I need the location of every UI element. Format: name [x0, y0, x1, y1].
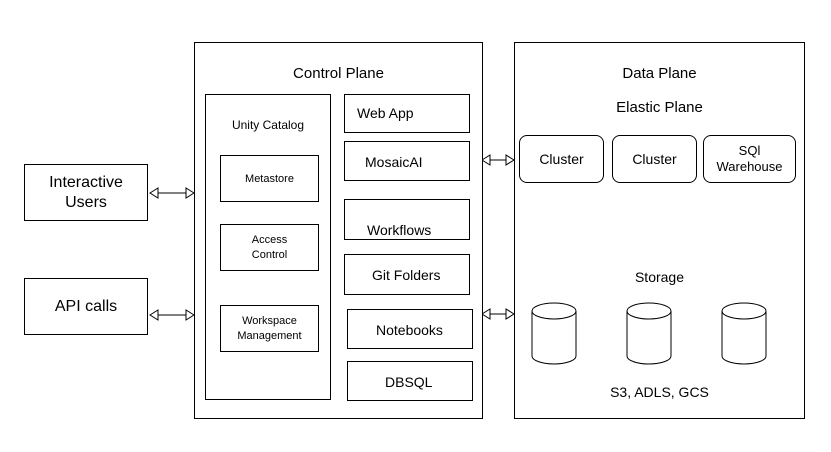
web-app-label: Web App	[357, 105, 414, 121]
storage-cylinder-1	[531, 302, 577, 365]
storage-title: Storage	[634, 269, 685, 285]
mosaicai-label: MosaicAI	[365, 154, 423, 170]
control-data-arrow-lower	[481, 308, 515, 320]
api-calls-label: API calls	[54, 297, 118, 315]
notebooks-label: Notebooks	[376, 322, 443, 338]
metastore-label: Metastore	[245, 172, 294, 185]
storage-cylinder-2	[626, 302, 672, 365]
mosaicai-box: MosaicAI	[344, 141, 470, 181]
data-plane-title: Data Plane	[622, 65, 697, 82]
git-folders-label: Git Folders	[372, 267, 441, 283]
users-control-arrow	[149, 187, 195, 199]
cluster-label-2: Cluster	[632, 151, 677, 167]
control-data-arrow-upper	[481, 154, 515, 166]
control-plane-title: Control Plane	[293, 65, 384, 82]
workspace-management-box: Workspace Management	[220, 305, 319, 352]
sql-warehouse-label: SQl Warehouse	[716, 143, 783, 174]
api-calls-box: API calls	[24, 278, 148, 335]
workflows-label: Workflows	[367, 222, 432, 238]
dbsql-label: DBSQL	[385, 374, 433, 390]
access-control-box: Access Control	[220, 224, 319, 271]
cluster-label-1: Cluster	[539, 151, 584, 167]
storage-cylinder-3	[721, 302, 767, 365]
interactive-users-label: Interactive Users	[49, 173, 123, 211]
git-folders-box: Git Folders	[344, 254, 470, 295]
storage-caption: S3, ADLS, GCS	[610, 384, 709, 400]
sql-warehouse-box: SQl Warehouse	[703, 135, 796, 183]
unity-catalog-title: Unity Catalog	[231, 118, 305, 132]
cluster-box-1: Cluster	[519, 135, 604, 183]
dbsql-box: DBSQL	[347, 361, 473, 401]
notebooks-box: Notebooks	[347, 309, 473, 349]
interactive-users-box: Interactive Users	[24, 164, 148, 221]
api-control-arrow	[149, 309, 195, 321]
elastic-plane-title: Elastic Plane	[616, 99, 703, 116]
workspace-management-label: Workspace Management	[237, 315, 302, 342]
web-app-box: Web App	[344, 94, 470, 133]
workflows-box: Workflows	[344, 199, 470, 240]
access-control-label: Access Control	[251, 234, 288, 261]
metastore-box: Metastore	[220, 155, 319, 202]
cluster-box-2: Cluster	[612, 135, 697, 183]
